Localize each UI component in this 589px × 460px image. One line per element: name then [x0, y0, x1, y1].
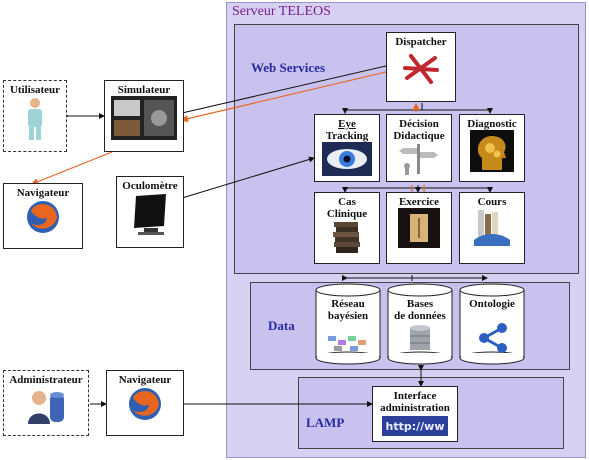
doctor-icon	[28, 98, 42, 140]
cas-label-2: Clinique	[326, 208, 368, 220]
books-stack-icon	[333, 222, 360, 253]
http-text: http://ww	[385, 419, 445, 433]
bases-label-2: de données	[394, 310, 446, 322]
navigateur-top-box: Navigateur	[3, 183, 83, 249]
decision-label-2: Didactique	[393, 130, 445, 142]
lamp-label: LAMP	[306, 415, 345, 430]
simulateur-box: Simulateur	[104, 80, 184, 152]
web-services-label: Web Services	[251, 60, 326, 75]
decision-didactique-box: Décision Didactique	[386, 114, 452, 182]
firefox-icon	[27, 201, 59, 233]
cours-box: Cours	[459, 192, 525, 264]
simulator-dispatcher-link	[176, 65, 387, 118]
ontology-graph-icon	[479, 323, 507, 353]
bases-de-donnees-label: Bases de données	[388, 298, 452, 322]
oculometre-eyetracking-link	[181, 156, 315, 199]
eye-tracking-box: Eye Tracking	[314, 114, 380, 182]
oculometre-label: Oculomètre	[122, 180, 178, 192]
reseau-label-1: Réseau	[331, 298, 365, 310]
dispatcher-simulator-orange-link	[180, 71, 387, 123]
signpost-icon	[399, 144, 438, 175]
admin-database-icon	[28, 391, 64, 424]
exercice-box: Exercice	[386, 192, 452, 264]
dispatcher-icon	[403, 54, 439, 84]
cas-clinique-box: Cas Clinique	[314, 192, 380, 264]
books-icon	[474, 210, 510, 246]
monitor-icon	[134, 194, 166, 235]
eye-tracking-label-1: Eye	[338, 118, 356, 130]
network-graphic-icon	[328, 336, 366, 351]
administrateur-label: Administrateur	[9, 374, 83, 386]
simulator-browser-orange-link	[30, 151, 113, 186]
ontologie-label: Ontologie	[469, 298, 515, 310]
http-banner: http://ww	[382, 416, 448, 436]
oculometre-box: Oculomètre	[116, 176, 184, 248]
database-icon	[410, 325, 430, 350]
diagnostic-label: Diagnostic	[467, 118, 517, 130]
administrateur-box: Administrateur	[3, 370, 89, 436]
diagnostic-box: Diagnostic	[459, 114, 525, 182]
bases-label-1: Bases	[406, 298, 434, 310]
utilisateur-box: Utilisateur	[3, 80, 67, 152]
simulateur-label: Simulateur	[117, 84, 171, 96]
ontologie-cylinder	[459, 283, 525, 365]
interface-label-1: Interface	[393, 390, 437, 402]
eye-icon	[322, 142, 372, 176]
interface-label-2: administration	[380, 402, 450, 414]
bases-de-donnees-cylinder	[387, 283, 453, 365]
decision-label-1: Décision	[399, 118, 439, 130]
server-title: Serveur TELEOS	[232, 4, 331, 19]
simulator-screen-icon	[111, 96, 177, 140]
data-label: Data	[268, 318, 295, 333]
dispatcher-box: Dispatcher	[386, 32, 456, 102]
reseau-label-2: bayésien	[327, 310, 369, 322]
exercice-label: Exercice	[398, 196, 440, 208]
dispatcher-label: Dispatcher	[395, 36, 447, 48]
reseau-bayesien-cylinder	[315, 283, 381, 365]
eye-tracking-label-2: Tracking	[325, 130, 369, 142]
firefox-icon	[129, 388, 161, 420]
navigateur-bottom-label: Navigateur	[118, 374, 172, 386]
cours-label: Cours	[477, 196, 507, 208]
reseau-bayesien-label: Réseau bayésien	[316, 298, 380, 322]
navigateur-top-label: Navigateur	[16, 187, 70, 199]
navigateur-bottom-box: Navigateur	[106, 370, 184, 436]
cas-label-1: Cas	[338, 196, 356, 208]
head-gears-icon	[470, 130, 514, 172]
utilisateur-label: Utilisateur	[9, 84, 61, 96]
interface-administration-box: Interface administration http://ww	[372, 386, 458, 442]
exercise-icon	[398, 208, 440, 248]
